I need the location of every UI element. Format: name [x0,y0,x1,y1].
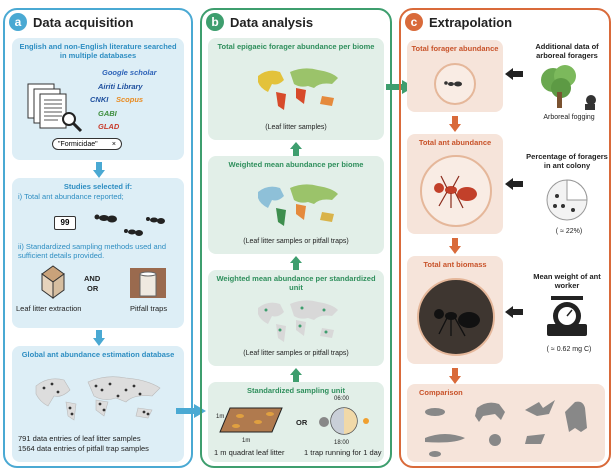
ant-circle-icon [434,63,476,105]
weighted-biome-box: Weighted mean abundance per biome (Leaf … [208,156,384,254]
quadrat-caption: 1 m quadrat leaf litter [214,448,285,457]
close-icon: × [111,140,116,148]
biomass-box: Total ant biomass [407,256,503,364]
colony-pie-icon [546,179,588,221]
database-box: Global ant abundance estimation database… [12,346,184,462]
arboreal-caption: Arboreal fogging [543,114,595,121]
entries-leaf-litter: 791 data entries of leaf litter samples [18,434,141,443]
box4-title: Standardized sampling unit [247,386,345,395]
panel-b-badge: b [206,13,224,31]
arrow-down-icon [93,330,105,346]
database-title: Global ant abundance estimation database [21,350,175,359]
scale-icon [547,296,587,336]
or-label: OR [296,418,308,427]
db-google-scholar: Google scholar [102,68,157,77]
search-term: "Formicidae" [58,140,98,148]
box1-caption: (Leaf litter samples) [265,124,327,131]
panel-data-analysis: b Data analysis Total epigaeic forager a… [200,8,392,468]
percentage-value: ( ≈ 22%) [555,228,583,235]
time-start: 06:00 [334,396,350,402]
trap-caption: 1 trap running for 1 day [304,448,382,457]
arrow-up-icon [290,142,302,156]
panel-a-title: Data acquisition [33,14,134,30]
box2-caption: (Leaf litter samples or pitfall traps) [243,238,349,245]
arrow-left-icon [505,178,523,190]
ant-biomass-circle-icon [417,278,495,356]
pitfall-label: Pitfall traps [130,304,168,313]
weighted-unit-box: Weighted mean abundance per standardized… [208,270,384,366]
arrow-left-icon [505,68,523,80]
quadrat-icon [219,407,283,433]
ants-icon [94,214,165,236]
arrow-up-icon [290,368,302,382]
panel-c-header: c Extrapolation [399,8,512,36]
arrow-up-icon [290,256,302,270]
search-pill: "Formicidae" × [52,138,122,150]
literature-title: English and non-English literature searc… [19,42,177,61]
arrow-down-icon [449,238,461,254]
forager-abundance-box: Total epigaeic forager abundance per bio… [208,38,384,140]
panel-b-header: b Data analysis [200,8,313,36]
tree-fogging-icon [541,65,596,110]
arboreal-title: Additional data of arboreal foragers [535,42,599,61]
arrow-left-icon [505,306,523,318]
criterion-2: ii) Standardized sampling methods used a… [18,242,167,261]
db-glad: GLAD [98,122,120,131]
db-scopus: Scopus [116,95,144,104]
criterion-1: i) Total ant abundance reported; [18,192,124,201]
animal-silhouettes-icon [425,400,587,457]
db-gabi: GABI [98,109,117,118]
entries-pitfall: 1564 data entries of pitfall trap sample… [18,444,149,453]
comparison-box: Comparison [407,384,605,462]
trap-clock-icon [319,407,369,435]
panel-data-acquisition: a Data acquisition English and non-Engli… [3,8,193,468]
magnifier-icon [62,112,83,133]
box1-title: Total epigaeic forager abundance per bio… [217,42,375,51]
studies-title: Studies selected if: [63,182,133,191]
sampling-unit-box: Standardized sampling unit 1m 1m OR 06:0… [208,382,384,462]
panel-b-title: Data analysis [230,14,314,30]
total-abundance-box: Total ant abundance [407,134,503,234]
db-cnki: CNKI [90,95,109,104]
weight-title: Mean weight of ant worker [533,272,601,291]
forager-title: Total forager abundance [411,44,499,53]
litter-box-icon [41,265,65,299]
total-abundance-title: Total ant abundance [418,138,492,147]
panel-c-badge: c [405,13,423,31]
panel-extrapolation: c Extrapolation Total forager abundance … [399,8,611,468]
panel-a-badge: a [9,13,27,31]
studies-box: Studies selected if: i) Total ant abunda… [12,178,184,328]
and-label: AND [84,274,101,283]
or-label: OR [87,284,99,293]
box3-title: Weighted mean abundance per standardized… [216,274,376,293]
comparison-title: Comparison [419,388,463,397]
db-airiti: Airiti Library [98,82,143,91]
world-map-points-icon [35,376,161,421]
leaf-litter-label: Leaf litter extraction [16,304,82,313]
sample-map-icon [258,300,338,342]
biomass-title: Total ant biomass [423,260,487,269]
arrow-down-icon [449,116,461,132]
arrow-down-icon [449,368,461,384]
time-end: 18:00 [334,440,350,446]
documents-icon [27,83,67,129]
forager-box: Total forager abundance [407,40,503,112]
biome-map-icon [258,68,338,110]
arrow-right-icon [176,404,206,418]
weight-value: ( ≈ 0.62 mg C) [546,346,592,353]
literature-box: English and non-English literature searc… [12,38,184,160]
percentage-title: Percentage of foragers in ant colony [526,152,608,171]
box3-caption: (Leaf litter samples or pitfall traps) [243,350,349,357]
arrow-down-icon [93,162,105,178]
dim-label-2: 1m [242,438,251,444]
ant-large-circle-icon [420,155,492,227]
pitfall-trap-icon [130,268,166,298]
box2-title: Weighted mean abundance per biome [228,160,364,169]
biome-map-icon [258,184,338,226]
panel-a-header: a Data acquisition [3,8,133,36]
panel-c-title: Extrapolation [429,14,513,30]
dim-label-1: 1m [216,414,225,420]
tally-counter: 99 [54,216,76,230]
